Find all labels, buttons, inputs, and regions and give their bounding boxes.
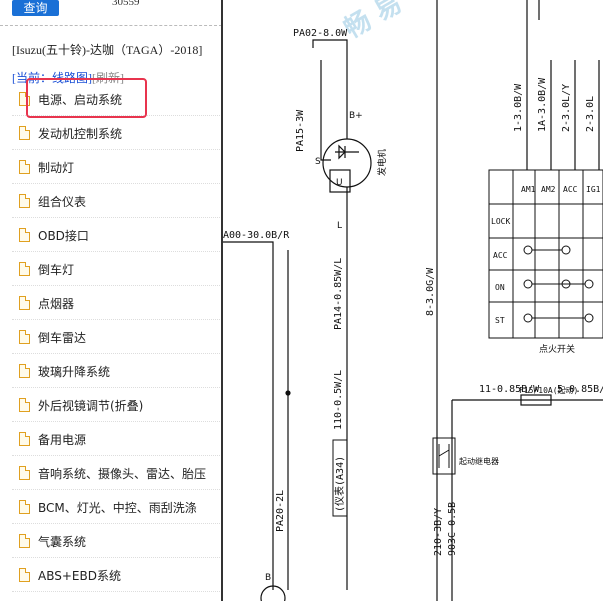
motor-b: B [265, 573, 271, 583]
wire-label-pa15: PA15-3W [295, 109, 306, 152]
tree-item-label: 外后视镜调节(折叠) [38, 399, 144, 413]
search-bar: 查询 30559 [0, 0, 222, 26]
file-icon [19, 534, 30, 548]
tree-item-label: 制动灯 [38, 161, 75, 175]
watermark: 畅 易 [339, 0, 407, 45]
tree-item-label: OBD接口 [38, 229, 89, 243]
tree-item-label: 备用电源 [38, 433, 87, 447]
search-result-count: 30559 [112, 0, 140, 8]
wire-label-2: 2-3.0L/Y [561, 84, 572, 132]
file-icon [19, 568, 30, 582]
file-icon [19, 194, 30, 208]
file-icon [19, 432, 30, 446]
vehicle-title: [Isuzu(五十铃)-达咖（TAGA）-2018] [12, 43, 203, 57]
file-icon [19, 126, 30, 140]
file-icon [19, 330, 30, 344]
tree-item-instrument-cluster[interactable]: 组合仪表 [12, 184, 222, 218]
query-button[interactable]: 查询 [12, 0, 59, 16]
tree-item-cigarette-lighter[interactable]: 点烟器 [12, 286, 222, 320]
wire-label-pa02: PA02-8.0W [293, 28, 348, 39]
tree-item-engine-control[interactable]: 发动机控制系统 [12, 116, 222, 150]
file-icon [19, 364, 30, 378]
ign-row-acc: ACC [493, 251, 508, 260]
file-icon [19, 296, 30, 310]
dash-connector-box [332, 439, 348, 517]
tree-item-window-lift[interactable]: 玻璃升降系统 [12, 354, 222, 388]
tree-item-mirror-adjust[interactable]: 外后视镜调节(折叠) [12, 388, 222, 422]
generator-u: U [336, 178, 343, 188]
tree-item-label: 玻璃升降系统 [38, 365, 111, 379]
ign-row-on: ON [495, 283, 505, 292]
file-icon [19, 466, 30, 480]
wire-pa02 [312, 39, 348, 100]
left-panel: 查询 30559 [Isuzu(五十铃)-达咖（TAGA）-2018] [当前：… [0, 0, 222, 601]
generator-l: L [337, 221, 342, 231]
wire-label-23: 2-3.0L [585, 96, 596, 132]
tree-item-reverse-light[interactable]: 倒车灯 [12, 252, 222, 286]
tree-item-audio-camera[interactable]: 音响系统、摄像头、雷达、胎压 [12, 456, 222, 490]
wire-label-1a: 1A-3.0B/W [537, 77, 548, 132]
tree-item-power-start[interactable]: 电源、启动系统 [12, 82, 222, 116]
wiring-diagram[interactable]: 畅 易 PA02-8.0W PA15-3W B+ S U L 发电机 [223, 0, 603, 601]
tree-item-label: BCM、灯光、中控、雨刮洗涤 [38, 501, 197, 515]
file-icon [19, 92, 30, 106]
tree-item-label: 倒车雷达 [38, 331, 87, 345]
tree-item-backup-power[interactable]: 备用电源 [12, 422, 222, 456]
file-icon [19, 160, 30, 174]
tree-item-label: 倒车灯 [38, 263, 75, 277]
ign-switch-label: 点火开关 [539, 343, 575, 355]
generator-s: S [315, 157, 321, 167]
tree-item-reverse-radar[interactable]: 倒车雷达 [12, 320, 222, 354]
wire-bundle-top [526, 0, 600, 170]
dash-connector-label: (仪表(A34) [333, 456, 346, 512]
wire-label-a00: A00-30.0B/R [223, 230, 290, 241]
tree-item-label: 音响系统、摄像头、雷达、胎压 [38, 467, 207, 481]
wire-pa15 [320, 60, 331, 161]
wire-label-5: 5-0.85B/Y [557, 384, 603, 395]
wire-label-903: 903C-0.5B [447, 502, 458, 556]
fuse-label: F15/10A(起动) [519, 385, 578, 395]
motor-bottom [260, 585, 286, 601]
wire-label-210: 210-3B/Y [433, 508, 444, 556]
tree-item-label: 点烟器 [38, 297, 75, 311]
wire-label-110: 110-0.5W/L [333, 370, 344, 430]
tree-item-obd[interactable]: OBD接口 [12, 218, 222, 252]
tree-item-label: 组合仪表 [38, 195, 87, 209]
generator [322, 100, 372, 220]
tree-item-label: 发动机控制系统 [38, 127, 123, 141]
wire-label-8: 8-3.0G/W [425, 267, 436, 316]
ign-col-am2: AM2 [541, 185, 556, 194]
start-relay-label: 起动继电器 [459, 456, 499, 466]
tree-item-abs-ebd[interactable]: ABS+EBD系统 [12, 558, 222, 592]
tree-item-airbag[interactable]: 气囊系统 [12, 524, 222, 558]
ignition-switch-table [488, 169, 603, 339]
panel-divider[interactable] [221, 0, 223, 601]
tree-item-label: ABS+EBD系统 [38, 569, 121, 583]
tree-item-label: 电源、启动系统 [38, 93, 123, 107]
wire-label-1: 1-3.0B/W [513, 83, 524, 132]
generator-label: 发电机 [376, 149, 388, 176]
file-icon [19, 262, 30, 276]
ign-col-ig1: IG1 [586, 185, 601, 194]
ign-col-acc: ACC [563, 185, 578, 194]
file-icon [19, 398, 30, 412]
ign-row-st: ST [495, 316, 505, 325]
file-icon [19, 500, 30, 514]
wire-label-pa20: PA20-2L [275, 490, 286, 532]
wire-label-11: 11-0.85B/W [479, 384, 540, 395]
generator-b-plus: B+ [349, 111, 363, 121]
tree-item-bcm-lighting[interactable]: BCM、灯光、中控、雨刮洗涤 [12, 490, 222, 524]
tree-item-brake-light[interactable]: 制动灯 [12, 150, 222, 184]
wire-label-pa14: PA14-0.85W/L [333, 258, 344, 330]
tree-item-label: 气囊系统 [38, 535, 87, 549]
current-location: [当前：线路图][刷新] [12, 69, 124, 86]
file-icon [19, 228, 30, 242]
ign-row-lock: LOCK [491, 217, 510, 226]
start-relay [432, 437, 456, 475]
wire-a00 [223, 241, 291, 590]
wire-11 [451, 394, 603, 601]
ign-col-am1: AM1 [521, 185, 536, 194]
